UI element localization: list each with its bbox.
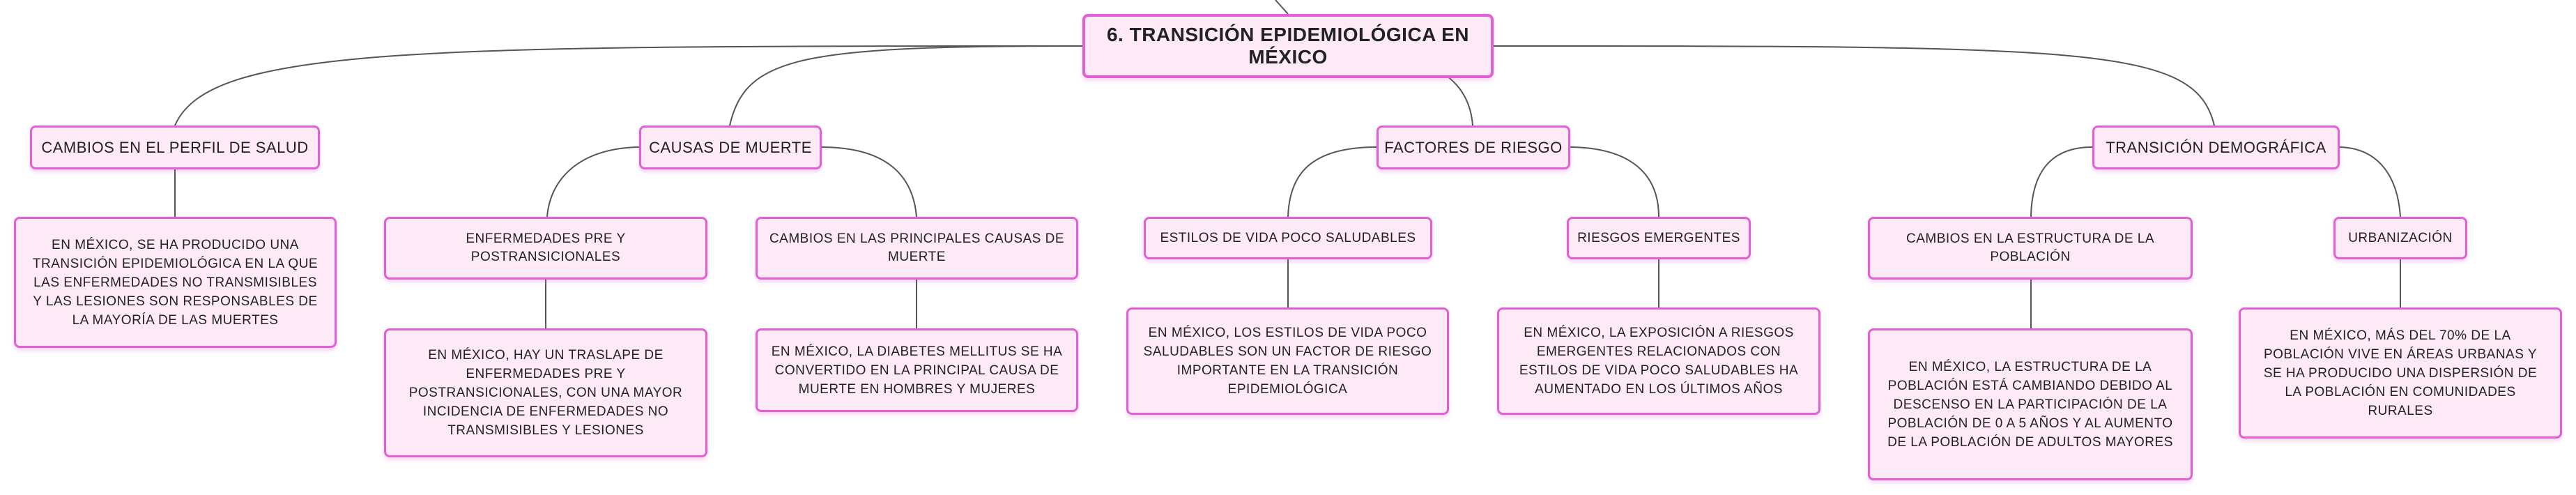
connector-cat2-sub1 xyxy=(1567,146,1659,218)
connector-root-cat-3 xyxy=(1493,45,2215,126)
category-causas-de-muerte[interactable]: CAUSAS DE MUERTE xyxy=(639,125,822,169)
connector-cat3-sub0 xyxy=(2030,146,2093,218)
connector-cat1-sub0 xyxy=(546,146,642,218)
text-estilos-vida-poco-saludables: EN MÉXICO, LOS ESTILOS DE VIDA POCO SALU… xyxy=(1126,307,1449,415)
connector-root-cat-0 xyxy=(174,45,1083,126)
connector-cat2-sub0 xyxy=(1287,146,1377,218)
sub-cambios-estructura-poblacion[interactable]: CAMBIOS EN LA ESTRUCTURA DE LA POBLACIÓN xyxy=(1868,217,2193,280)
category-transicion-demografica[interactable]: TRANSICIÓN DEMOGRÁFICA xyxy=(2092,125,2340,169)
root-node[interactable]: 6. TRANSICIÓN EPIDEMIOLÓGICA EN MÉXICO xyxy=(1082,14,1494,78)
category-factores-de-riesgo[interactable]: FACTORES DE RIESGO xyxy=(1377,125,1570,169)
text-enfermedades-pre-postransicionales: EN MÉXICO, HAY UN TRASLAPE DE ENFERMEDAD… xyxy=(384,328,707,457)
sub-urbanizacion[interactable]: URBANIZACIÓN xyxy=(2333,217,2467,259)
text-cambios-perfil-salud: EN MÉXICO, SE HA PRODUCIDO UNA TRANSICIÓ… xyxy=(14,217,337,348)
connector-cat3-sub1 xyxy=(2337,146,2401,218)
connector-root-cat-1 xyxy=(729,45,1083,126)
sub-estilos-vida-poco-saludables[interactable]: ESTILOS DE VIDA POCO SALUDABLES xyxy=(1144,217,1432,259)
sub-riesgos-emergentes[interactable]: RIESGOS EMERGENTES xyxy=(1567,217,1751,259)
sub-enfermedades-pre-postransicionales[interactable]: ENFERMEDADES PRE Y POSTRANSICIONALES xyxy=(384,217,707,280)
text-riesgos-emergentes: EN MÉXICO, LA EXPOSICIÓN A RIESGOS EMERG… xyxy=(1497,307,1820,415)
text-urbanizacion: EN MÉXICO, MÁS DEL 70% DE LA POBLACIÓN V… xyxy=(2239,307,2562,439)
text-cambios-principales-causas: EN MÉXICO, LA DIABETES MELLITUS SE HA CO… xyxy=(756,328,1078,412)
connector-cat1-sub1 xyxy=(820,146,917,218)
text-cambios-estructura-poblacion: EN MÉXICO, LA ESTRUCTURA DE LA POBLACIÓN… xyxy=(1868,328,2193,480)
sub-cambios-principales-causas[interactable]: CAMBIOS EN LAS PRINCIPALES CAUSAS DE MUE… xyxy=(756,217,1078,280)
category-cambios-perfil-salud[interactable]: CAMBIOS EN EL PERFIL DE SALUD xyxy=(30,125,320,169)
connector-top-stub xyxy=(1275,0,1289,15)
